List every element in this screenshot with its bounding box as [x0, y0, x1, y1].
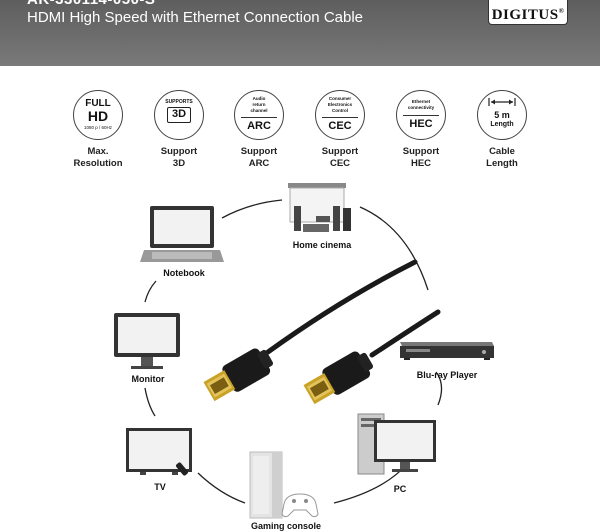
tv-icon — [126, 428, 192, 476]
bluray-player-icon — [400, 342, 494, 360]
3d-icon-text: 3D — [171, 108, 187, 120]
hec-icon-text: HEC — [409, 118, 433, 130]
notebook-label: Notebook — [163, 268, 205, 278]
monitor-icon — [114, 313, 180, 369]
pc-icon — [357, 413, 436, 475]
hdmi-cable-icon — [203, 259, 441, 405]
brand-logo: DIGITUS® — [488, 0, 568, 25]
full-hd-icon-line2: HD — [87, 108, 109, 124]
product-subtitle: HDMI High Speed with Ethernet Connection… — [27, 9, 364, 26]
notebook-icon — [140, 206, 224, 262]
3d-icon-top: SUPPORTS — [165, 99, 193, 105]
monitor-label: Monitor — [131, 374, 165, 384]
full-hd-icon-line3: 1080 p / 60Hz — [83, 125, 113, 130]
feature-label: Max.Resolution — [73, 146, 123, 169]
bluray-player-label: Blu-ray Player — [416, 370, 478, 380]
length-arrow-icon — [488, 98, 516, 106]
feature-full-hd: FULL HD 1080 p / 60Hz Max.Resolution — [68, 90, 128, 170]
length-icon-unit: Length — [490, 121, 514, 128]
cec-icon-text: CEC — [328, 120, 352, 132]
brand-name: DIGITUS — [491, 7, 559, 23]
full-hd-icon-line1: FULL — [85, 98, 111, 109]
gaming-console-icon — [249, 451, 319, 519]
tv-label: TV — [154, 482, 166, 492]
3d-icon: SUPPORTS 3D — [154, 90, 204, 140]
full-hd-icon: FULL HD 1080 p / 60Hz — [73, 90, 123, 140]
home-cinema-icon — [288, 183, 351, 232]
registered-mark: ® — [558, 7, 565, 15]
arc-icon-text: ARC — [247, 120, 271, 132]
header-banner: AK-330114-050-S HDMI High Speed with Eth… — [0, 0, 600, 66]
length-icon-value: 5 m — [494, 110, 510, 120]
length-icon: 5 m Length — [477, 90, 527, 140]
home-cinema-label: Home cinema — [292, 240, 352, 250]
model-number: AK-330114-050-S — [27, 0, 155, 8]
gaming-console-label: Gaming console — [250, 521, 321, 531]
pc-label: PC — [393, 484, 407, 494]
